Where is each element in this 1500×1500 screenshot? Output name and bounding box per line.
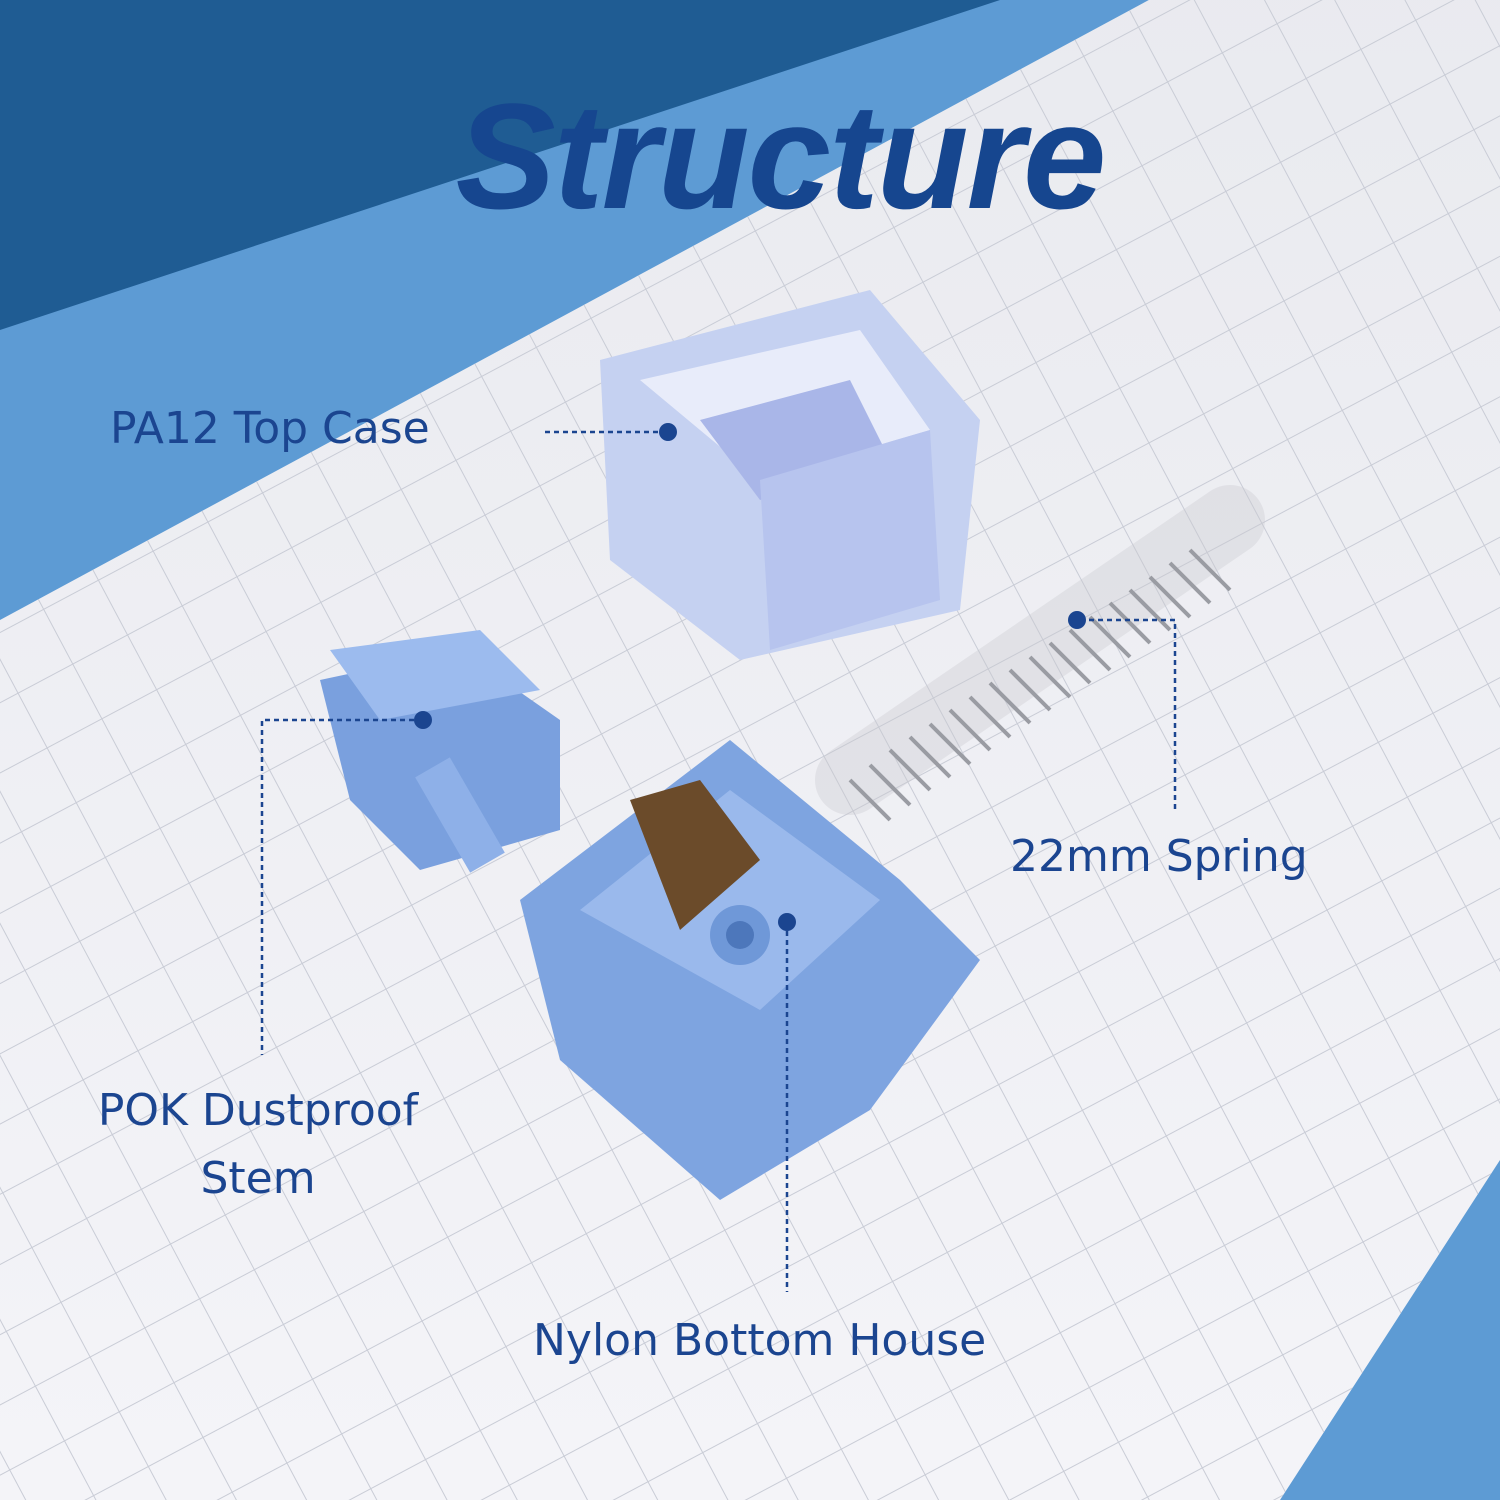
label-stem-line1: POK Dustproof xyxy=(97,1085,419,1136)
callout-dot-stem xyxy=(414,711,432,729)
top-case-part xyxy=(600,290,980,660)
page-title: Structure xyxy=(455,72,1107,240)
stem-part xyxy=(320,630,560,873)
spring-part xyxy=(815,485,1265,822)
label-bottom-house: Nylon Bottom House xyxy=(533,1315,987,1366)
label-top-case: PA12 Top Case xyxy=(110,403,430,454)
callout-dot-top-case xyxy=(659,423,677,441)
label-spring: 22mm Spring xyxy=(1010,831,1308,882)
label-stem-line2: Stem xyxy=(200,1153,316,1204)
callout-lines xyxy=(260,430,1177,1292)
bottom-house-part xyxy=(520,740,980,1200)
callout-dot-bottom-house xyxy=(778,913,796,931)
callout-dot-spring xyxy=(1068,611,1086,629)
